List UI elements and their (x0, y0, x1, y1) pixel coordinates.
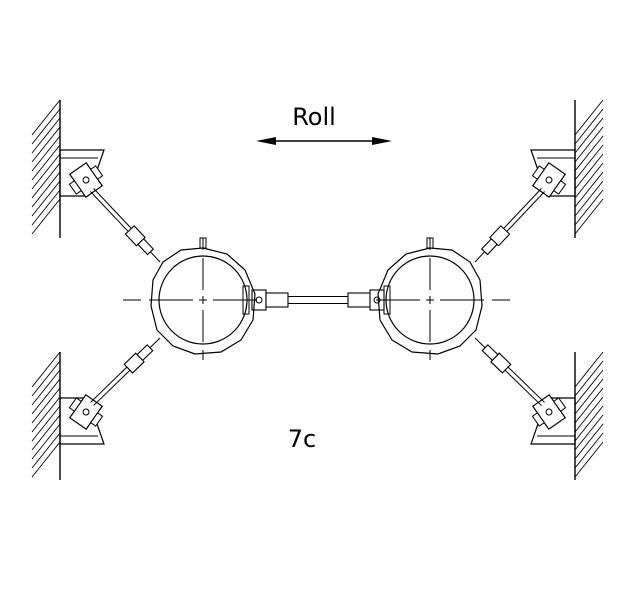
strut-center-tie (251, 289, 385, 311)
pipe-ring-left (122, 237, 258, 361)
figure-id-label: 7c (288, 425, 316, 453)
strut-bottom-left (90, 337, 161, 406)
wall-bottom-right (530, 351, 604, 480)
strut-top-right (474, 188, 545, 263)
roll-label: Roll (292, 103, 336, 131)
wall-top-left (31, 99, 105, 238)
wall-bottom-left (31, 351, 105, 480)
pipe-ring-right (375, 237, 511, 361)
roll-direction-arrow (256, 137, 392, 145)
strut-bottom-right (474, 337, 545, 406)
wall-top-right (530, 99, 604, 238)
struts (90, 188, 545, 406)
strut-top-left (90, 188, 161, 263)
